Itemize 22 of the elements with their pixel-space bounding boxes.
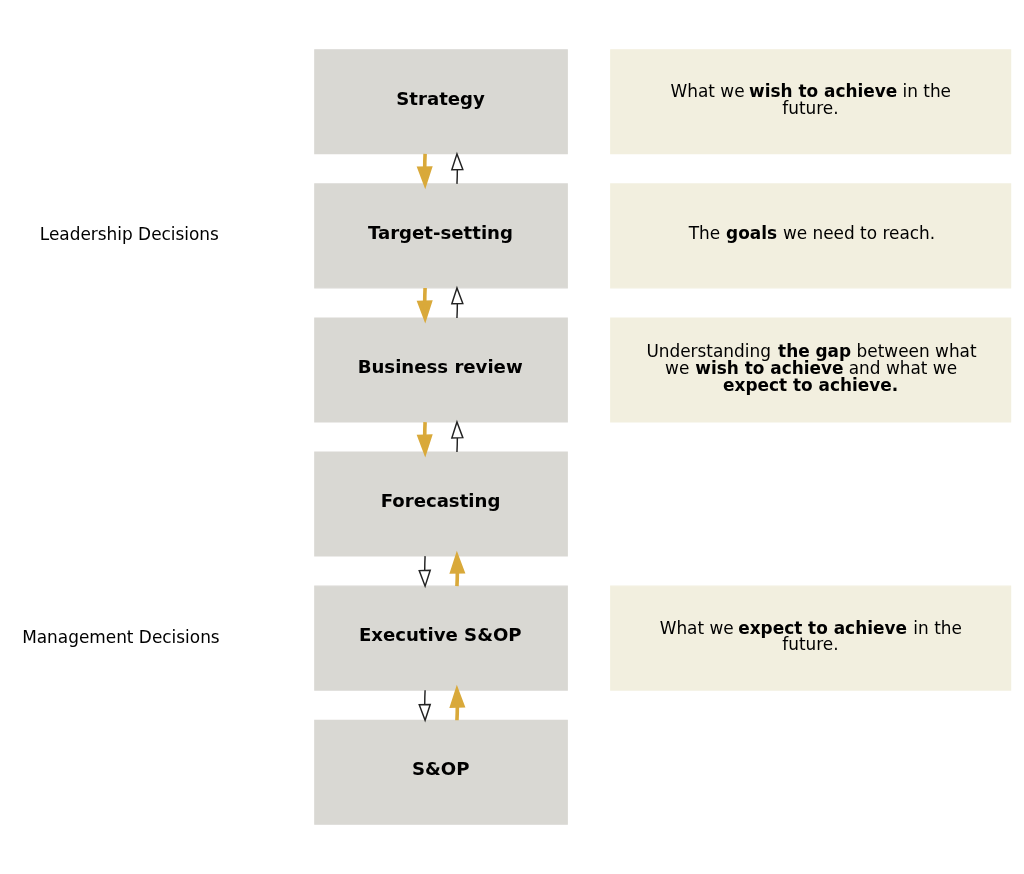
arrow: [416, 287, 433, 324]
arrow: [416, 422, 433, 458]
node-box: Strategy: [314, 49, 568, 155]
arrow: [418, 555, 432, 589]
node-box: Target-setting: [314, 183, 568, 289]
node-box: The goals we need to reach.: [610, 183, 1012, 289]
node-box: Forecasting: [314, 451, 568, 557]
arrow: [449, 684, 466, 721]
arrow: [450, 151, 464, 185]
node-box: Understanding the gap between what we wish to achieve and what we expect to achieve.: [610, 317, 1012, 423]
node-box: What we expect to achieve in the future.: [610, 585, 1012, 691]
arrow: [449, 550, 466, 587]
node-box: What we wish to achieve in the future.: [610, 49, 1012, 155]
node-box: Executive S&OP: [314, 585, 568, 691]
node-box: S&OP: [314, 719, 568, 825]
node-box: Business review: [314, 317, 568, 423]
label: Leadership Decisions: [39, 224, 219, 245]
arrow: [416, 153, 433, 190]
arrow: [450, 419, 464, 453]
arrow: [418, 689, 432, 723]
label: Management Decisions: [22, 626, 220, 647]
arrow: [450, 285, 464, 319]
